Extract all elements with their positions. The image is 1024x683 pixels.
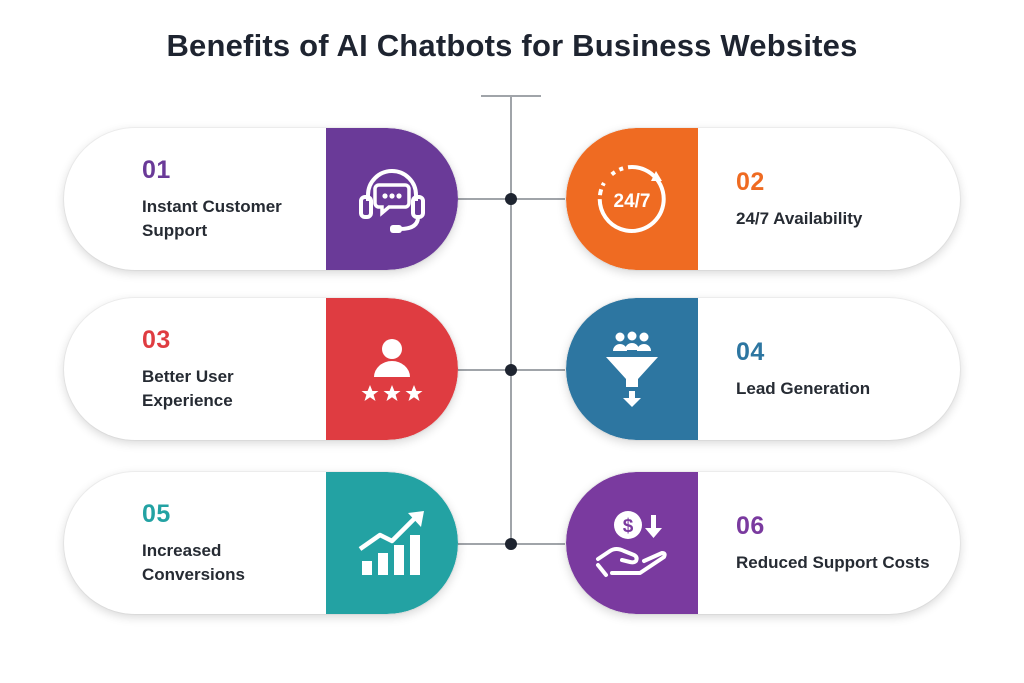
benefit-label: Increased Conversions	[142, 540, 245, 584]
benefit-number: 01	[142, 155, 171, 184]
benefit-label: Better User Experience	[142, 366, 234, 410]
icon-tile	[326, 298, 458, 440]
benefit-number: 04	[736, 337, 765, 366]
dollar-symbol: $	[623, 516, 634, 537]
cost-reduction-icon: $	[596, 511, 667, 577]
benefit-card-06: $ 06 Reduced Support Costs	[566, 472, 960, 614]
timeline-spine	[510, 96, 512, 544]
benefit-number: 06	[736, 511, 765, 540]
page-title: Benefits of AI Chatbots for Business Web…	[166, 28, 858, 63]
icon-tile	[326, 128, 458, 270]
benefit-number: 05	[142, 499, 171, 528]
icon-tile	[566, 298, 698, 440]
connector-node-3	[505, 538, 517, 550]
benefit-number: 02	[736, 167, 765, 196]
connector-node-2	[505, 364, 517, 376]
user-rating-icon	[361, 339, 423, 401]
benefit-card-01: 01 Instant Customer Support	[64, 128, 458, 270]
benefit-label: Instant Customer Support	[142, 196, 282, 240]
clock-24-7-text: 24/7	[614, 191, 651, 212]
icon-tile: $	[566, 472, 698, 614]
benefit-label: 24/7 Availability	[736, 208, 863, 228]
headset-chat-icon	[359, 169, 425, 233]
clock-24-7-icon: 24/7	[597, 165, 666, 233]
benefit-card-03: 03 Better User Experience	[64, 298, 458, 440]
benefit-card-04: 04 Lead Generation	[566, 298, 960, 440]
icon-tile: 24/7	[566, 128, 698, 270]
benefit-label: Lead Generation	[736, 378, 871, 398]
benefit-card-05: 05 Increased Conversions	[64, 472, 458, 614]
benefit-label: Reduced Support Costs	[736, 552, 930, 572]
benefit-card-02: 24/7 02 24/7 Availability	[566, 128, 960, 270]
connector-node-1	[505, 193, 517, 205]
benefit-number: 03	[142, 325, 171, 354]
growth-chart-icon	[358, 511, 424, 575]
funnel-icon	[606, 331, 658, 407]
icon-tile	[326, 472, 458, 614]
